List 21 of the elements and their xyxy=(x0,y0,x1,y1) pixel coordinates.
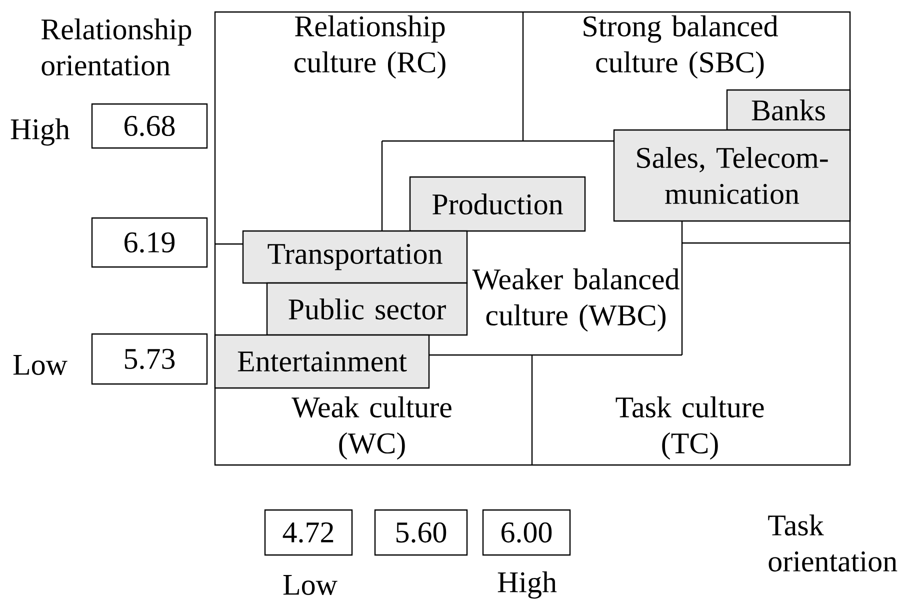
value-box: 5.73 xyxy=(91,333,208,385)
axis-label: Task culture (TC) xyxy=(616,396,764,460)
value-box: 4.72 xyxy=(264,509,353,556)
axis-label: High xyxy=(498,571,557,599)
category-box: Banks xyxy=(726,89,851,131)
axis-label: High xyxy=(10,118,70,146)
axis-label: Weaker balanced culture (WBC) xyxy=(472,268,680,332)
axis-label: Task orientation xyxy=(768,514,898,572)
value-box: 5.60 xyxy=(374,509,468,556)
axis-label: Low xyxy=(283,575,338,595)
value-box: 6.00 xyxy=(482,509,571,556)
axis-label: Relationship culture (RC) xyxy=(294,15,446,79)
category-box: Production xyxy=(409,176,586,232)
value-box: 6.19 xyxy=(91,217,208,268)
category-box: Public sector xyxy=(266,282,468,336)
category-box: Entertainment xyxy=(214,334,430,389)
axis-label: Weak culture (WC) xyxy=(292,396,452,460)
axis-label: Relationship orientation xyxy=(41,18,192,76)
category-box: Transportation xyxy=(242,230,468,284)
value-box: 6.68 xyxy=(91,103,208,149)
axis-label: Strong balanced culture (SBC) xyxy=(584,15,778,79)
